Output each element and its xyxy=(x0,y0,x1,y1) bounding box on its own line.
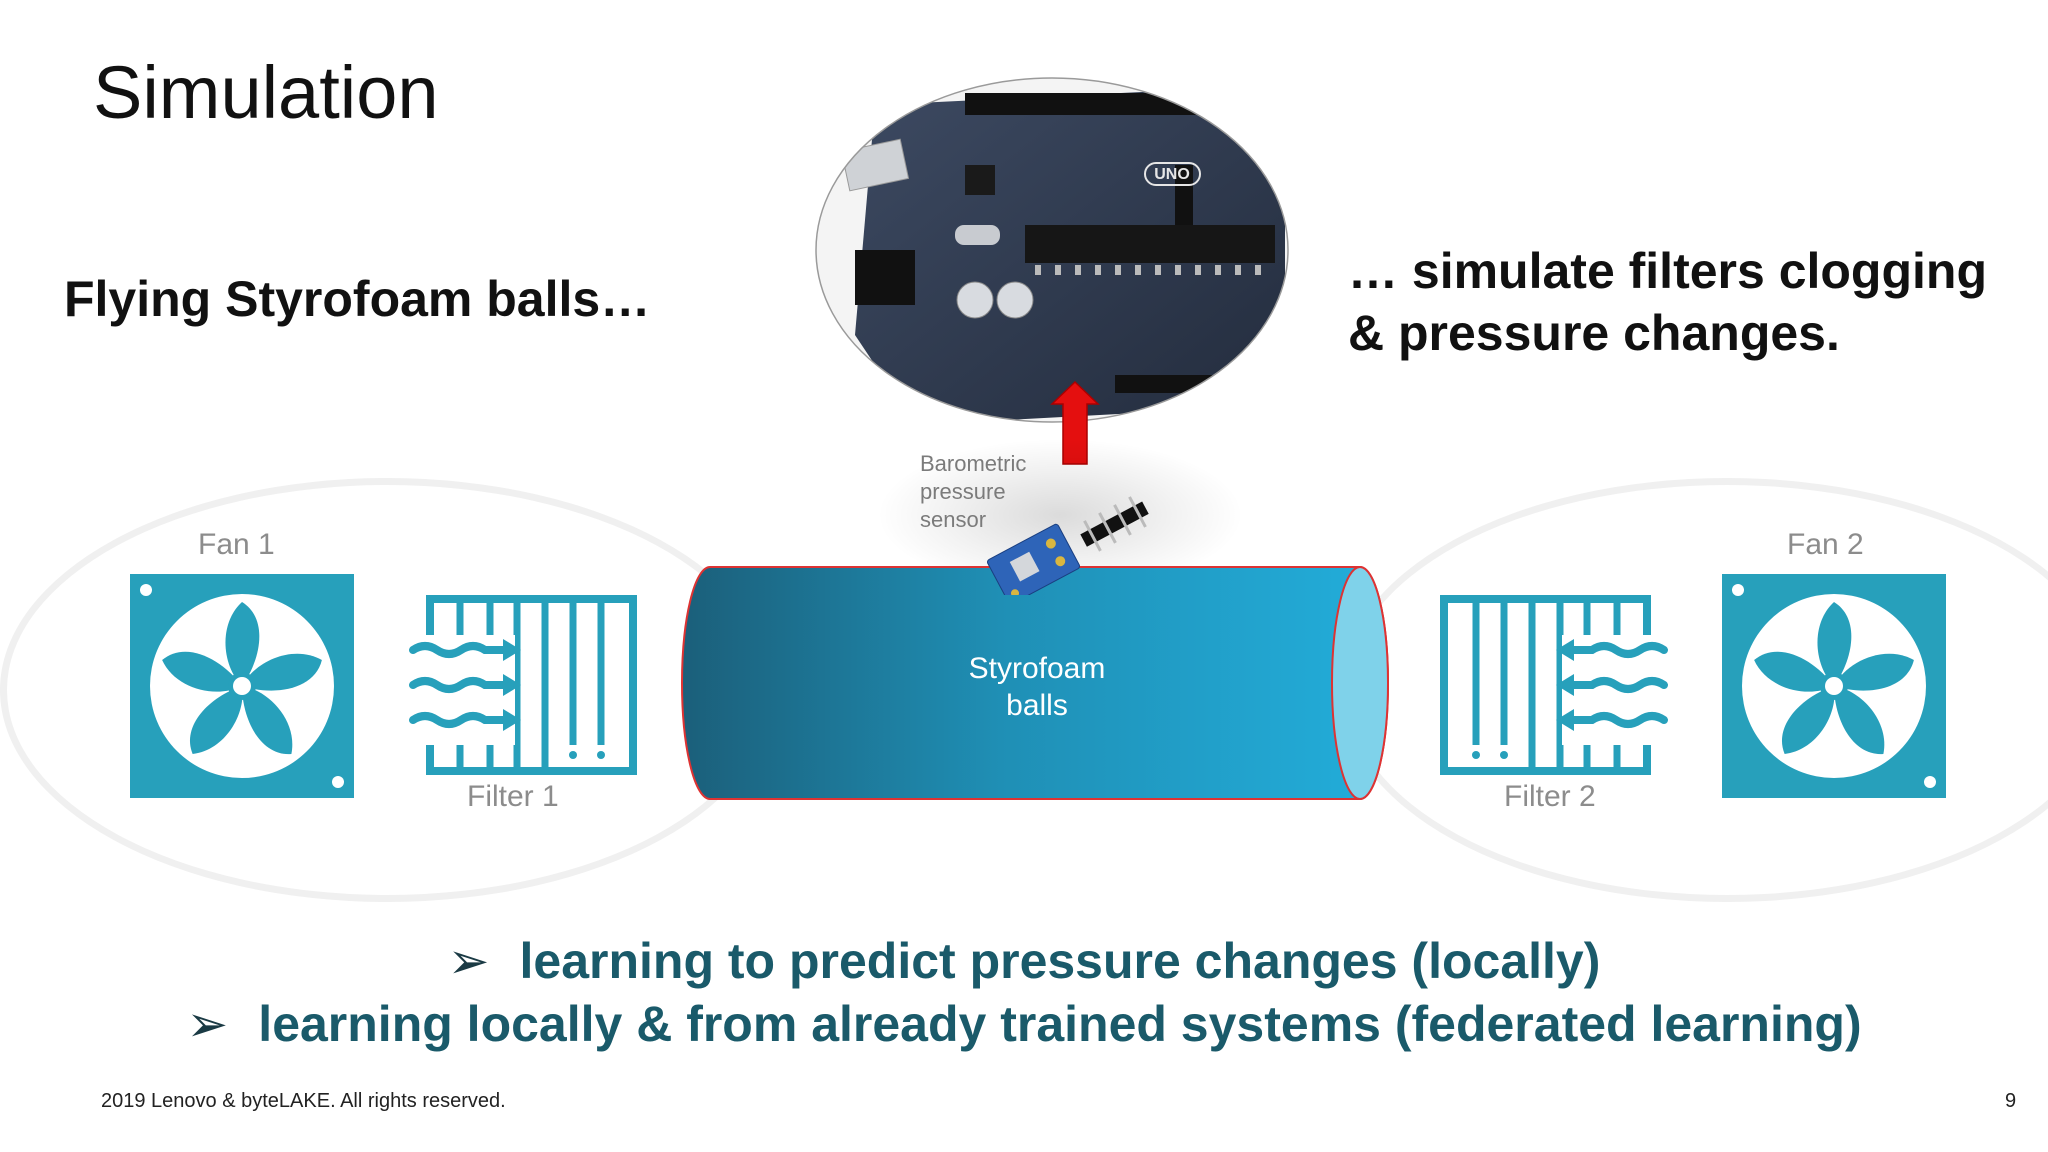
board-logo: UNO xyxy=(1154,166,1190,183)
bullet-arrow-icon: ➢ xyxy=(447,933,490,989)
sensor-label-line: pressure xyxy=(920,479,1006,504)
page-number: 9 xyxy=(2005,1090,2017,1112)
fan-icon xyxy=(130,574,354,798)
filter-label: Filter 2 xyxy=(1504,780,1596,813)
up-arrow-icon xyxy=(1050,380,1100,465)
lead-text-left: Flying Styrofoam balls… xyxy=(64,271,651,327)
tube-cylinder xyxy=(681,566,1389,800)
bullet-list: ➢ learning to predict pressure changes (l… xyxy=(0,930,2048,1056)
pressure-sensor-image xyxy=(987,496,1149,595)
filter-icon xyxy=(405,595,637,775)
fan-label: Fan 1 xyxy=(198,528,275,561)
lead-text-right: … simulate filters clogging & pressure c… xyxy=(1348,240,1987,364)
bullet-text: learning locally & from already trained … xyxy=(258,996,1862,1052)
bullet-arrow-icon: ➢ xyxy=(186,996,229,1052)
tube-label-line: Styrofoam xyxy=(968,652,1106,685)
bullet-item: ➢ learning locally & from already trained… xyxy=(0,993,2048,1056)
lead-text-right-line: … simulate filters clogging xyxy=(1348,243,1987,299)
arduino-board-image: UNO xyxy=(815,75,1290,425)
tube-label: Styrofoam balls xyxy=(937,650,1137,724)
bullet-text: learning to predict pressure changes (lo… xyxy=(519,933,1601,989)
sensor-label-line: Barometric xyxy=(920,451,1027,476)
filter-label: Filter 1 xyxy=(467,780,559,813)
left-assembly-ring xyxy=(0,478,774,902)
bullet-item: ➢ learning to predict pressure changes (l… xyxy=(0,930,2048,993)
fan-label: Fan 2 xyxy=(1787,528,1864,561)
tube-label-line: balls xyxy=(1006,689,1068,722)
airflow-arrows-icon xyxy=(409,642,507,728)
footer-copyright: 2019 Lenovo & byteLAKE. All rights reser… xyxy=(101,1090,506,1112)
fan-icon xyxy=(1722,574,1946,798)
lead-text-right-line: & pressure changes. xyxy=(1348,305,1840,361)
slide-title: Simulation xyxy=(93,51,439,134)
sensor-label-line: sensor xyxy=(920,507,987,532)
sensor-label: Barometric pressure sensor xyxy=(920,450,1026,534)
filter-icon xyxy=(1440,595,1672,775)
